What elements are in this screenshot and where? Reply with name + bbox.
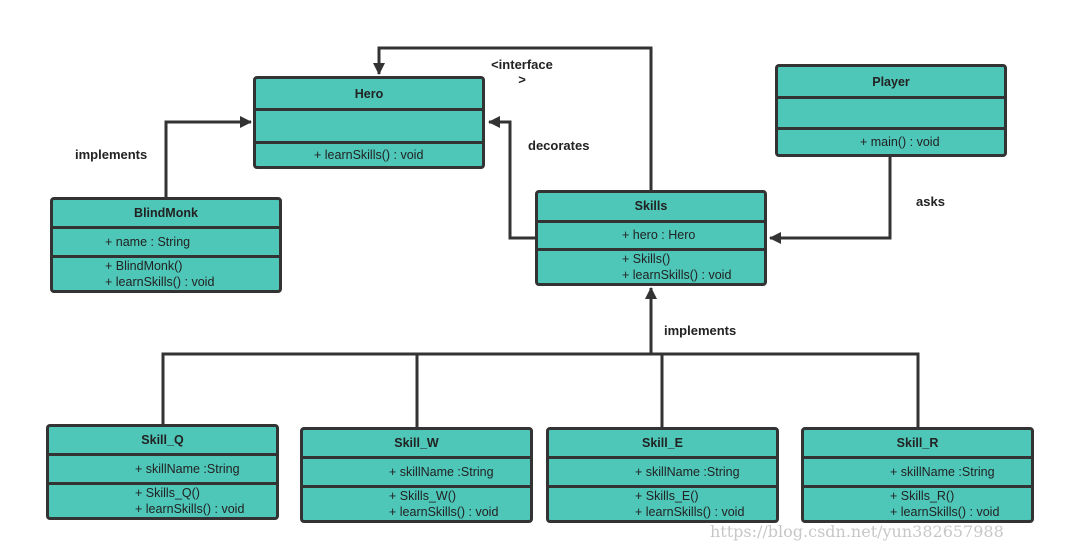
implements-label-blindmonk: implements <box>75 147 148 162</box>
class-blindmonk-op: + learnSkills() : void <box>105 275 215 289</box>
class-skill-r-attr: + skillName :String <box>890 465 995 480</box>
class-blindmonk-attr: + name : String <box>105 235 191 250</box>
class-skill-w-attr: + skillName :String <box>389 465 494 480</box>
asks-label: asks <box>916 194 945 209</box>
class-hero-attributes <box>256 108 482 141</box>
class-skill-r[interactable]: Skill_R + skillName :String + Skills_R()… <box>801 427 1034 523</box>
class-skill-q-attr: + skillName :String <box>135 462 240 477</box>
interface-label-line1: <interface <box>491 57 553 72</box>
class-skill-w-attributes: + skillName :String <box>303 456 530 485</box>
class-skill-w[interactable]: Skill_W + skillName :String + Skills_W()… <box>300 427 533 523</box>
class-blindmonk-op: + BlindMonk() <box>105 259 183 273</box>
class-skill-e-name: Skill_E <box>642 436 683 451</box>
class-skill-e-attr: + skillName :String <box>635 465 740 480</box>
class-skill-q-op: + learnSkills() : void <box>135 502 245 516</box>
class-skill-r-operations: + Skills_R() + learnSkills() : void <box>804 485 1031 520</box>
class-skill-r-op: + Skills_R() <box>890 489 955 503</box>
class-skill-w-op: + Skills_W() <box>389 489 457 503</box>
class-player[interactable]: Player + main() : void <box>775 64 1007 157</box>
decorates-connector <box>488 116 537 240</box>
class-skill-q-operations: + Skills_Q() + learnSkills() : void <box>49 482 276 517</box>
class-blindmonk-attributes: + name : String <box>53 226 279 255</box>
interface-label-line2: > <box>518 72 526 87</box>
watermark: https://blog.csdn.net/yun382657988 <box>710 522 1004 541</box>
implements-label-skills: implements <box>664 323 737 338</box>
class-skill-e[interactable]: Skill_E + skillName :String + Skills_E()… <box>546 427 779 523</box>
class-player-op: + main() : void <box>860 135 940 149</box>
class-skill-w-name: Skill_W <box>394 436 439 451</box>
class-player-name: Player <box>872 74 910 89</box>
class-blindmonk[interactable]: BlindMonk + name : String + BlindMonk() … <box>50 197 282 293</box>
interface-label: <interface > <box>486 57 558 87</box>
class-blindmonk-name: BlindMonk <box>134 206 198 221</box>
class-blindmonk-operations: + BlindMonk() + learnSkills() : void <box>53 255 279 290</box>
class-skill-q-attributes: + skillName :String <box>49 453 276 482</box>
class-skill-q-op: + Skills_Q() <box>135 486 200 500</box>
class-skill-r-name: Skill_R <box>896 436 939 451</box>
class-player-attributes <box>778 96 1004 127</box>
class-skill-e-op: + learnSkills() : void <box>635 505 745 519</box>
class-skill-q-name: Skill_Q <box>141 433 184 448</box>
class-skill-e-attributes: + skillName :String <box>549 456 776 485</box>
class-skills-attributes: + hero : Hero <box>538 219 764 248</box>
class-skill-r-attributes: + skillName :String <box>804 456 1031 485</box>
class-skill-q[interactable]: Skill_Q + skillName :String + Skills_Q()… <box>46 424 279 520</box>
asks-connector <box>769 156 892 244</box>
class-skills-op: + learnSkills() : void <box>622 268 732 282</box>
class-skills[interactable]: Skills + hero : Hero + Skills() + learnS… <box>535 190 767 286</box>
blindmonk-implements-connector <box>164 116 252 199</box>
class-hero-operations: + learnSkills() : void <box>256 141 482 166</box>
decorates-label: decorates <box>528 138 590 153</box>
class-skills-name: Skills <box>634 199 668 214</box>
implements-bus <box>161 352 920 429</box>
interface-connector <box>373 46 653 192</box>
class-skills-operations: + Skills() + learnSkills() : void <box>538 248 764 283</box>
class-player-operations: + main() : void <box>778 127 1004 154</box>
class-hero-op: + learnSkills() : void <box>314 148 424 162</box>
class-hero-name: Hero <box>354 86 384 101</box>
class-skill-w-op: + learnSkills() : void <box>389 505 499 519</box>
class-hero[interactable]: Hero + learnSkills() : void <box>253 76 485 169</box>
class-skills-op: + Skills() <box>622 252 671 266</box>
class-skill-r-op: + learnSkills() : void <box>890 505 1000 519</box>
class-skill-w-operations: + Skills_W() + learnSkills() : void <box>303 485 530 520</box>
class-skill-e-operations: + Skills_E() + learnSkills() : void <box>549 485 776 520</box>
class-skills-attr: + hero : Hero <box>622 228 696 243</box>
class-skill-e-op: + Skills_E() <box>635 489 699 503</box>
